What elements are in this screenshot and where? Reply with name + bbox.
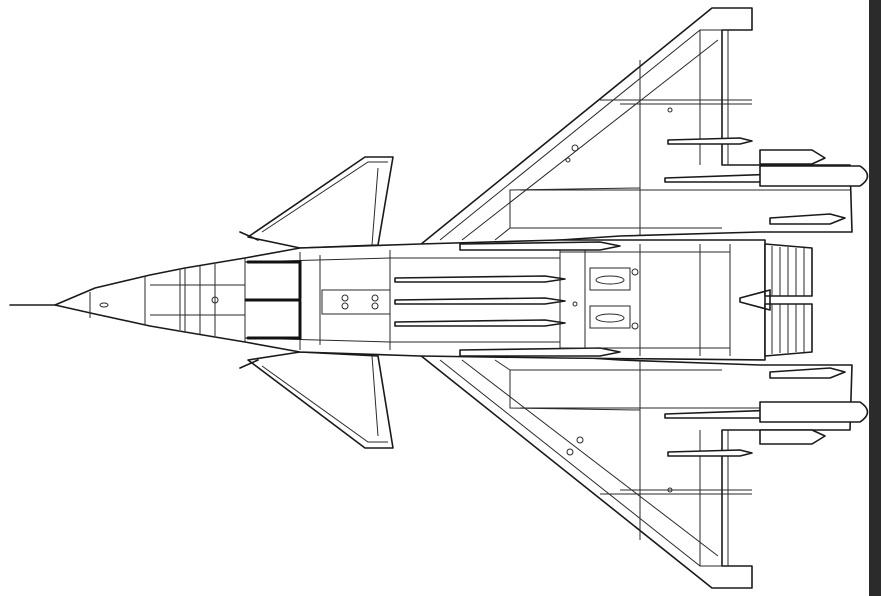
engine-bay: [560, 252, 730, 348]
upper-canard: [240, 157, 393, 248]
wing-detail-marks: [566, 108, 672, 492]
upper-delta-wing: [420, 8, 852, 245]
scan-edge-shadow: [869, 0, 881, 596]
upper-wing-stores: [665, 138, 868, 224]
engine-nozzles: [740, 244, 812, 356]
lower-wing-stores: [665, 368, 868, 456]
lower-delta-wing: [420, 352, 852, 588]
fuselage: [10, 240, 765, 360]
lower-canard: [240, 352, 393, 448]
